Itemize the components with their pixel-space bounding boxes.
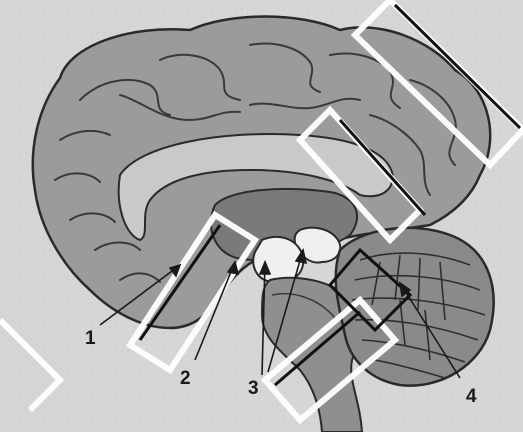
- label-2: 2: [180, 368, 191, 389]
- label-3: 3: [248, 378, 259, 399]
- label-1: 1: [85, 328, 96, 349]
- label-4: 4: [466, 386, 477, 407]
